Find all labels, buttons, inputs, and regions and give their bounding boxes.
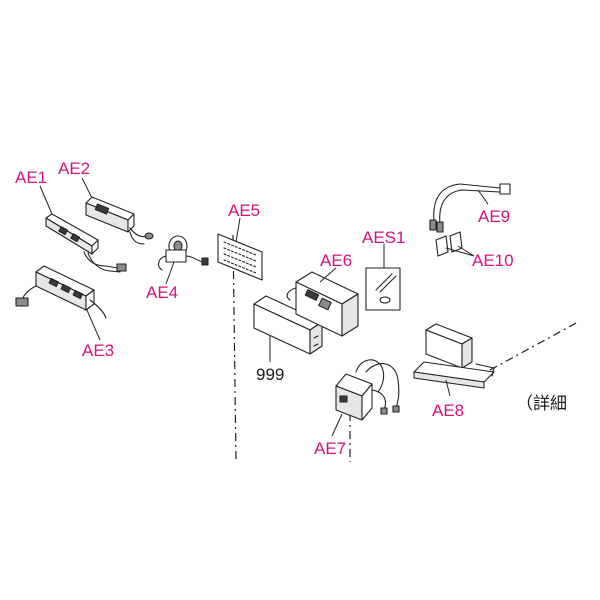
- part-ae4-drawing: [157, 235, 209, 271]
- part-ae5-drawing: [217, 233, 263, 281]
- centerline-vertical-left: [232, 234, 237, 463]
- label-ae5: AE5: [228, 201, 261, 220]
- leader-ae10: [445, 245, 475, 257]
- leader-ae4: [165, 261, 175, 285]
- part-ae1-drawing: [45, 213, 127, 273]
- part-aes1-drawing: [365, 267, 401, 311]
- part-ae10-drawing: [435, 231, 463, 257]
- centerline-diagonal-right: [489, 321, 579, 371]
- leader-ae7: [331, 413, 343, 437]
- label-ae4: AE4: [146, 283, 179, 302]
- leader-ae2: [81, 177, 93, 199]
- label-ae6: AE6: [320, 251, 353, 270]
- leader-ae3: [85, 307, 101, 341]
- leader-ae9: [477, 189, 489, 205]
- label-ae7: AE7: [314, 439, 347, 458]
- part-ae2-drawing: [85, 196, 154, 245]
- label-ae3: AE3: [82, 341, 115, 360]
- detail-note: （詳細: [516, 394, 567, 413]
- part-ae9-drawing: [429, 183, 511, 233]
- label-ae8: AE8: [432, 401, 465, 420]
- label-ae2: AE2: [58, 159, 91, 178]
- part-ae7-drawing: [335, 359, 400, 421]
- part-ae6-drawing: [286, 271, 359, 337]
- label-aes1: AES1: [362, 228, 406, 247]
- leader-ae1: [39, 185, 53, 215]
- leader-ae5: [235, 217, 241, 243]
- leader-ae8: [445, 379, 451, 397]
- label-ae10: AE10: [472, 251, 514, 270]
- label-ae9: AE9: [478, 207, 511, 226]
- part-ae3-drawing: [15, 265, 107, 319]
- label-ae1: AE1: [15, 168, 48, 187]
- part-ae8-drawing: [413, 323, 495, 389]
- label-999: 999: [256, 365, 285, 384]
- leader-ae6: [319, 267, 337, 283]
